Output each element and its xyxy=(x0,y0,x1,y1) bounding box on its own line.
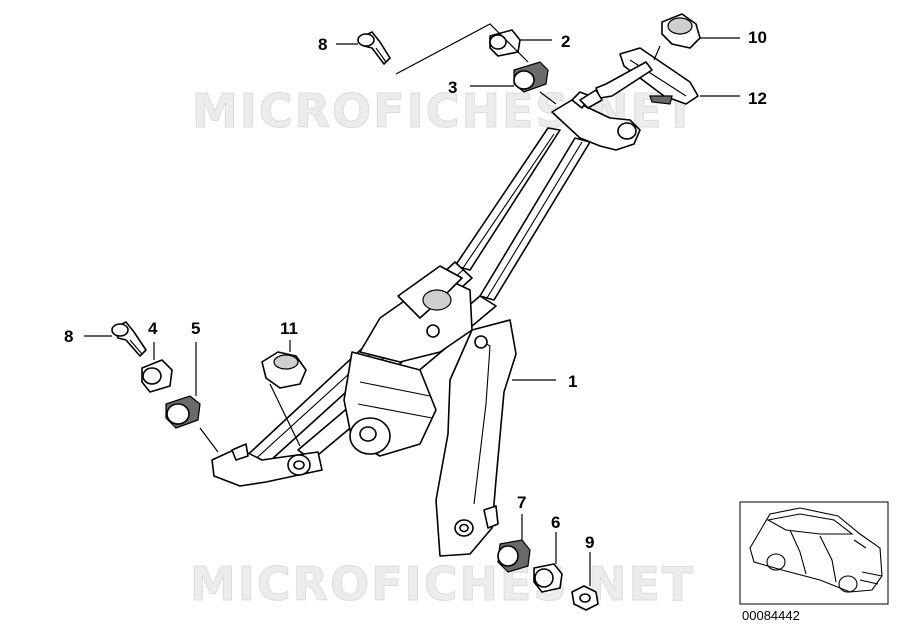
callout-8-top: 8 xyxy=(318,35,327,54)
rubber-bushing-part-5 xyxy=(165,342,219,453)
callout-4: 4 xyxy=(148,319,158,338)
callout-11: 11 xyxy=(280,319,298,338)
vehicle-thumbnail xyxy=(739,501,889,605)
callout-2: 2 xyxy=(561,32,570,51)
callout-6: 6 xyxy=(551,513,560,532)
bushing-part-7 xyxy=(497,514,531,573)
seal-plate-part-12 xyxy=(579,45,740,109)
callout-12: 12 xyxy=(748,89,767,108)
callout-5: 5 xyxy=(191,319,200,338)
document-number: 00084442 xyxy=(742,608,800,623)
cap-part-10 xyxy=(661,13,740,49)
cap-part-11 xyxy=(261,340,307,447)
rubber-bushing-part-3 xyxy=(470,61,557,105)
callout-8-left: 8 xyxy=(64,327,73,346)
nut-part-9 xyxy=(571,552,599,611)
callout-10: 10 xyxy=(748,28,767,47)
callout-7: 7 xyxy=(517,493,526,512)
watermark-bottom: MICROFICHES.NET xyxy=(190,557,695,611)
callout-1: 1 xyxy=(568,372,577,391)
callout-3: 3 xyxy=(448,78,457,97)
bolt-top-part-8 xyxy=(336,23,529,75)
callout-9: 9 xyxy=(585,533,594,552)
sleeve-part-6 xyxy=(533,532,563,593)
wiper-linkage-frame xyxy=(211,91,641,557)
bolt-left-part-8 xyxy=(84,321,147,357)
grommet-top-part-2 xyxy=(489,29,552,57)
sleeve-part-4 xyxy=(141,342,173,393)
